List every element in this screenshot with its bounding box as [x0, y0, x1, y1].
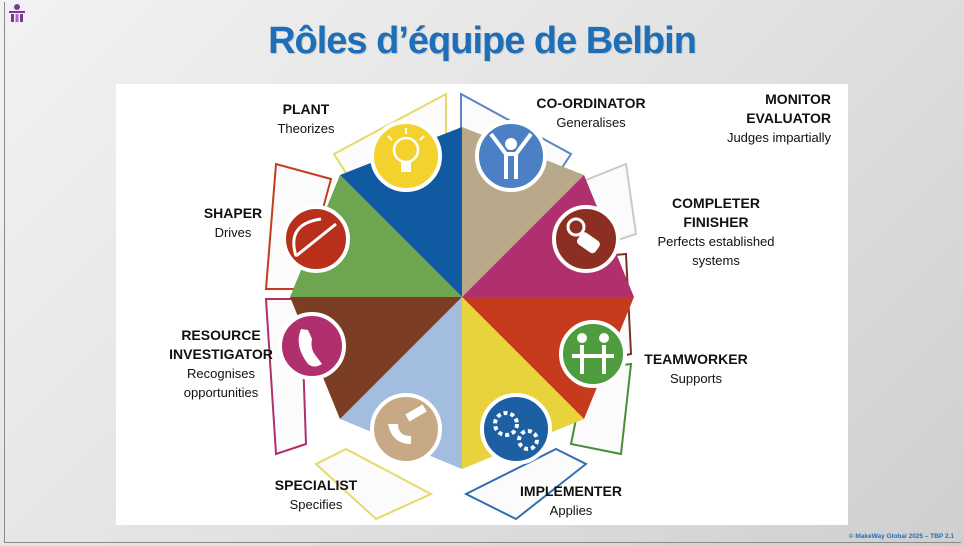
- role-plant: PLANT Theorizes: [277, 101, 335, 136]
- role-implementer: IMPLEMENTER Applies: [520, 483, 622, 518]
- role-shaper: SHAPER Drives: [203, 205, 263, 240]
- role-resource-investigator: RESOURCE INVESTIGATOR Recognises opportu…: [169, 327, 273, 400]
- lightbulb-icon: [370, 120, 442, 192]
- role-co-ordinator: CO-ORDINATOR Generalises: [536, 95, 646, 130]
- company-logo-icon: [6, 2, 28, 24]
- slide-frame: [4, 2, 961, 543]
- person-arms-up-icon: [475, 120, 547, 192]
- role-monitor-evaluator: MONITOR EVALUATOR Judges impartially: [726, 91, 831, 145]
- whip-icon: [282, 205, 350, 273]
- gears-icon: [480, 393, 552, 465]
- role-specialist: SPECIALIST Specifies: [274, 477, 358, 512]
- copyright-footer: © MakeWay Global 2025 – TBP 2.1: [848, 533, 954, 540]
- people-holding-hands-icon: [559, 320, 627, 388]
- role-teamworker: TEAMWORKER Supports: [644, 351, 748, 386]
- role-completer-finisher: COMPLETER FINISHER Perfects established …: [657, 195, 775, 268]
- telephone-icon: [278, 312, 346, 380]
- role-wheel: [290, 127, 634, 469]
- hand-wrench-icon: [552, 205, 620, 273]
- micrometer-icon: [370, 393, 442, 465]
- belbin-roles-diagram: PLANT Theorizes CO-ORDINATOR Generalises…: [116, 84, 848, 525]
- page-title: Rôles d’équipe de Belbin: [268, 20, 697, 62]
